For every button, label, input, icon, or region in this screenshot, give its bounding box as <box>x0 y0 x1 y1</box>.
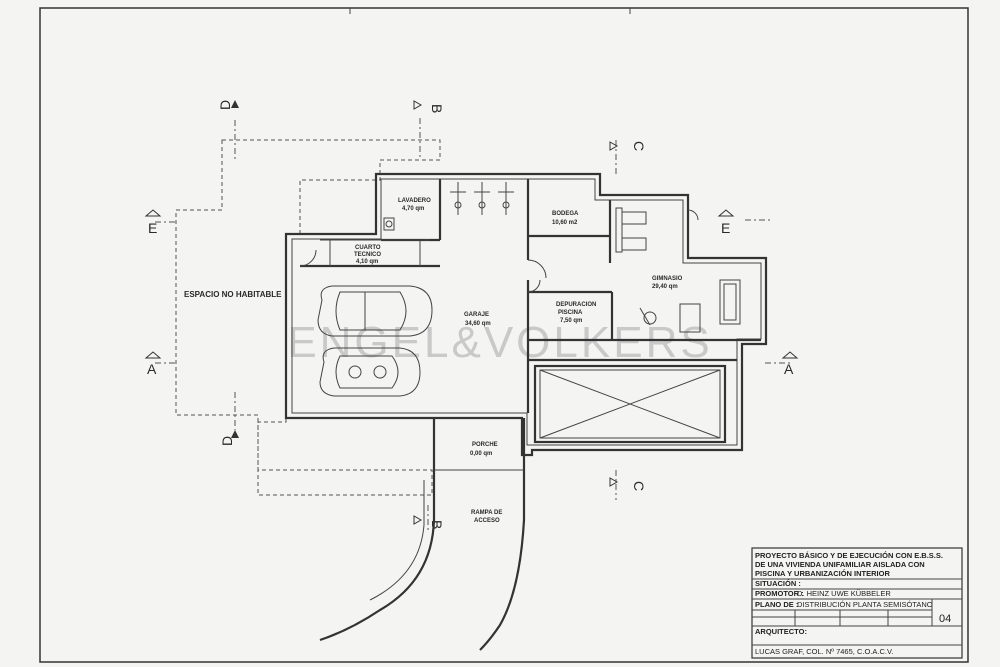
bike-rack <box>450 182 514 215</box>
watermark: ENGEL&VOLKERS <box>287 318 712 367</box>
section-marker-c-top: C <box>609 141 647 151</box>
section-marker-a-right: A <box>781 351 799 377</box>
svg-text:A: A <box>147 361 157 377</box>
svg-text:ACCESO: ACCESO <box>474 518 500 524</box>
section-marker-b-top: B <box>413 100 445 113</box>
section-marker-d-top: D <box>217 100 239 110</box>
svg-text:E: E <box>148 220 157 236</box>
arquitecto-label: ARQUITECTO: <box>755 627 807 636</box>
room-lavadero: LAVADERO 4,70 qm <box>398 198 431 212</box>
building-outline <box>284 172 768 457</box>
svg-text:C: C <box>631 481 647 491</box>
sheet-border <box>39 7 969 663</box>
section-marker-e-right: E <box>717 209 735 236</box>
promotor-value: D. HEINZ UWE KÜBBELER <box>797 589 891 598</box>
svg-text:PISCINA: PISCINA <box>558 310 583 316</box>
svg-text:0,00 qm: 0,00 qm <box>470 451 492 457</box>
room-garaje: GARAJE 34,60 qm <box>464 312 491 327</box>
section-marker-c-bottom: C <box>609 477 647 491</box>
svg-text:B: B <box>429 520 445 529</box>
svg-text:4,70 qm: 4,70 qm <box>402 206 424 212</box>
room-cuarto-tecnico: CUARTO TECNICO 4,10 qm <box>354 245 381 265</box>
svg-text:CUARTO: CUARTO <box>355 245 381 251</box>
car-top <box>317 285 433 337</box>
access-ramp <box>319 470 526 651</box>
section-marker-d-bottom: D <box>219 430 239 446</box>
arquitecto-value: LUCAS GRAF, COL. Nº 7465, C.O.A.C.V. <box>755 647 893 656</box>
gym-equipment <box>615 207 741 333</box>
svg-text:A: A <box>784 361 794 377</box>
svg-text:LAVADERO: LAVADERO <box>398 198 431 204</box>
room-espacio-no-habitable: ESPACIO NO HABITABLE <box>184 290 282 299</box>
svg-text:PORCHE: PORCHE <box>472 442 498 448</box>
room-depuracion-piscina: DEPURACION PISCINA 7,50 qm <box>556 302 596 324</box>
room-porche: PORCHE 0,00 qm <box>470 442 498 457</box>
svg-text:RAMPA DE: RAMPA DE <box>471 510 502 516</box>
room-gimnasio: GIMNASIO 29,40 qm <box>652 276 683 290</box>
room-bodega: BODEGA 10,60 m2 <box>552 211 579 226</box>
room-rampa-acceso: RAMPA DE ACCESO <box>471 510 502 524</box>
car-bottom <box>319 347 421 397</box>
plano-number: 04 <box>939 613 951 625</box>
svg-text:GIMNASIO: GIMNASIO <box>652 276 683 282</box>
section-marker-a-left: A <box>144 351 162 377</box>
svg-text:D: D <box>217 100 233 110</box>
title-line-2: DE UNA VIVIENDA UNIFAMILIAR AISLADA CON <box>755 560 925 569</box>
non-habitable-outline <box>175 139 441 496</box>
section-marker-b-bottom: B <box>413 515 445 529</box>
svg-text:C: C <box>631 141 647 151</box>
svg-text:29,40 qm: 29,40 qm <box>652 284 678 290</box>
svg-text:BODEGA: BODEGA <box>552 211 579 217</box>
svg-text:10,60 m2: 10,60 m2 <box>552 220 578 226</box>
title-block: PROYECTO BÁSICO Y DE EJECUCIÓN CON E.B.S… <box>751 547 963 659</box>
plano-value: DISTRIBUCIÓN PLANTA SEMISÓTANO <box>797 600 933 609</box>
situacion-label: SITUACIÓN : <box>755 579 801 588</box>
pool <box>533 364 727 444</box>
svg-text:GARAJE: GARAJE <box>464 312 489 318</box>
svg-text:7,50 qm: 7,50 qm <box>560 318 582 324</box>
svg-text:TECNICO: TECNICO <box>354 252 381 258</box>
svg-text:4,10 qm: 4,10 qm <box>356 259 378 265</box>
svg-text:D: D <box>219 436 235 446</box>
title-line-3: PISCINA Y URBANIZACIÓN INTERIOR <box>755 569 890 578</box>
svg-text:E: E <box>721 220 730 236</box>
svg-text:B: B <box>429 104 445 113</box>
section-marker-e-left: E <box>144 209 162 236</box>
promotor-label: PROMOTOR : <box>755 589 804 598</box>
plano-label: PLANO DE : <box>755 600 798 609</box>
svg-text:DEPURACION: DEPURACION <box>556 302 596 308</box>
svg-text:34,60 qm: 34,60 qm <box>465 321 491 327</box>
title-line-1: PROYECTO BÁSICO Y DE EJECUCIÓN CON E.B.S… <box>755 551 943 560</box>
